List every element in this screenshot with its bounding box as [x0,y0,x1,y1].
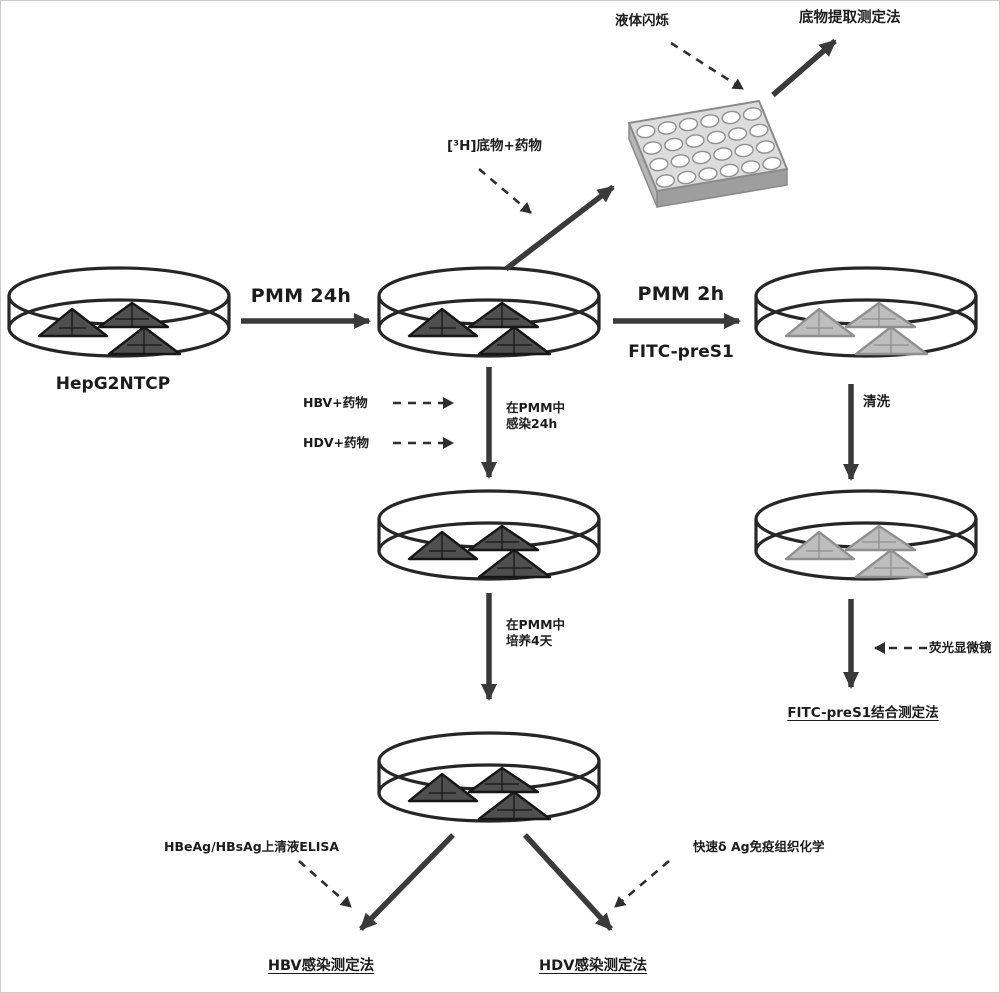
label-pmm-2h: PMM 2h [637,283,725,305]
label-h3-substrate-drug: [³H]底物+药物 [447,138,542,154]
well [664,137,684,152]
label-wash: 清洗 [863,394,890,410]
well [670,154,690,168]
petri-dish-center [379,268,599,356]
well [742,107,763,121]
label-hbv-infection-assay: HBV感染测定法 [267,958,375,974]
well [642,141,663,155]
label-hdv-drug: HDV+药物 [303,435,369,450]
label-infect-line2: 感染24h [506,416,558,432]
label-rapid-delta-ag-ihc: 快速δ Ag免疫组织化学 [693,839,825,854]
label-hbeag-hbsag-elisa: HBeAg/HBsAg上清液ELISA [164,839,340,854]
arrow-to-hdv-assay [522,833,614,931]
well [685,134,705,148]
well [762,156,782,171]
well [755,140,776,154]
well [734,143,754,158]
well [749,123,769,138]
dashed-arrow-hbeag-elisa [298,860,352,908]
dashed-arrow-delta-ag-ihc [614,860,670,908]
label-substrate-extraction-assay: 底物提取测定法 [799,10,901,26]
label-hbv-drug: HBV+药物 [303,395,368,410]
label-fitc-pres1: FITC-preS1 [628,342,734,362]
well [713,147,733,161]
label-pmm-24h: PMM 24h [250,285,352,307]
label-culture-line1: 在PMM中 [506,617,566,632]
label-culture-in-pmm: 在PMM中 培养4天 [506,617,565,650]
well [691,150,712,165]
petri-dish-fitc-washed [756,491,976,579]
well [721,110,741,125]
well-grid [636,107,782,188]
petri-dish-hepg2ntcp [9,268,229,356]
well [657,121,677,135]
well [706,130,726,145]
dashed-arrow-h3-substrate [478,168,532,214]
well [719,163,739,178]
label-infect-in-pmm: 在PMM中 感染24h [506,400,565,433]
well [649,157,669,172]
label-infect-line1: 在PMM中 [506,400,566,415]
well [700,114,720,128]
well [677,170,697,185]
dashed-arrow-liquid-scintillation [670,41,744,91]
well [655,174,676,188]
petri-dish-cultured [379,733,599,821]
well-plate [627,99,789,208]
label-fluorescence-microscope: 荧光显微镜 [929,640,992,655]
well [727,127,748,141]
label-hepg2ntcp: HepG2NTCP [55,374,171,394]
well [636,124,656,139]
label-hdv-infection-assay: HDV感染测定法 [539,958,647,974]
arrow-to-hbv-assay [359,833,455,931]
well [740,160,761,174]
petri-dish-infected [379,491,599,579]
label-liquid-scintillation: 液体闪烁 [615,13,669,29]
label-culture-line2: 培养4天 [506,633,553,649]
arrow-to-substrate-assay [771,38,837,98]
label-fitc-pres1-binding-assay: FITC-preS1结合测定法 [787,705,939,721]
well [678,117,699,132]
well [698,167,718,181]
arrow-to-well-plate [504,184,615,272]
petri-dish-fitc-top [756,268,976,356]
